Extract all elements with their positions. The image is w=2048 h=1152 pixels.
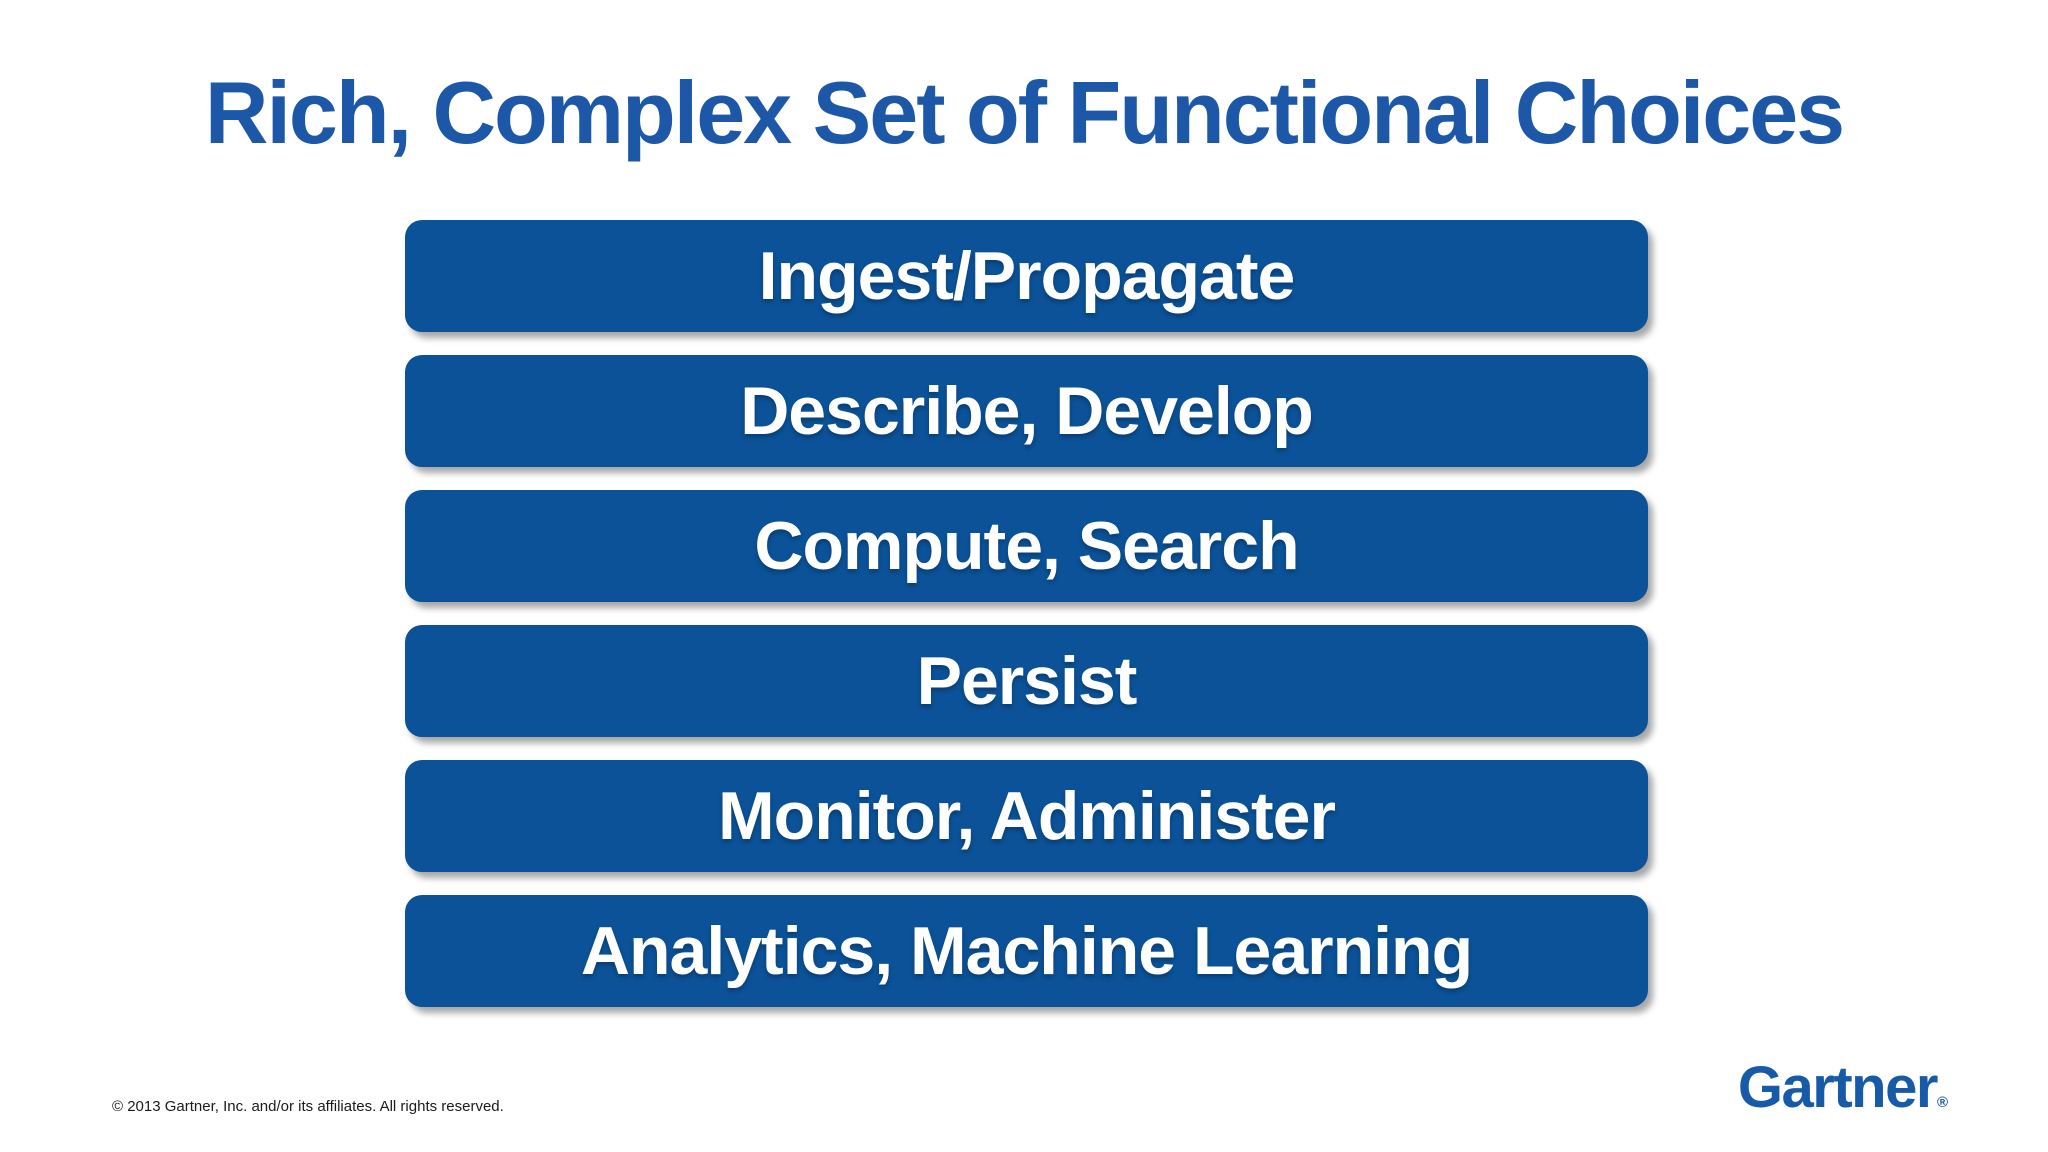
bar-ingest-propagate: Ingest/Propagate: [405, 220, 1648, 332]
bar-label-compute-search: Compute, Search: [754, 508, 1299, 584]
functional-choices-stack: Ingest/Propagate Describe, Develop Compu…: [405, 220, 1648, 1030]
gartner-logo: Gartner®: [1738, 1054, 1948, 1121]
bar-label-persist: Persist: [916, 643, 1138, 719]
bar-label-monitor-administer: Monitor, Administer: [718, 778, 1336, 854]
gartner-wordmark: Gartner: [1737, 1055, 1939, 1120]
bar-persist: Persist: [405, 625, 1648, 737]
bar-compute-search: Compute, Search: [405, 490, 1648, 602]
slide-title: Rich, Complex Set of Functional Choices: [204, 63, 1845, 162]
bar-label-ingest-propagate: Ingest/Propagate: [758, 238, 1296, 314]
bar-label-analytics-machine-learning: Analytics, Machine Learning: [580, 913, 1473, 989]
bar-analytics-machine-learning: Analytics, Machine Learning: [405, 895, 1648, 1007]
registered-trademark-icon: ®: [1936, 1094, 1948, 1111]
bar-label-describe-develop: Describe, Develop: [740, 373, 1314, 449]
copyright-note: © 2013 Gartner, Inc. and/or its affiliat…: [112, 1098, 504, 1115]
bar-describe-develop: Describe, Develop: [405, 355, 1648, 467]
bar-monitor-administer: Monitor, Administer: [405, 760, 1648, 872]
